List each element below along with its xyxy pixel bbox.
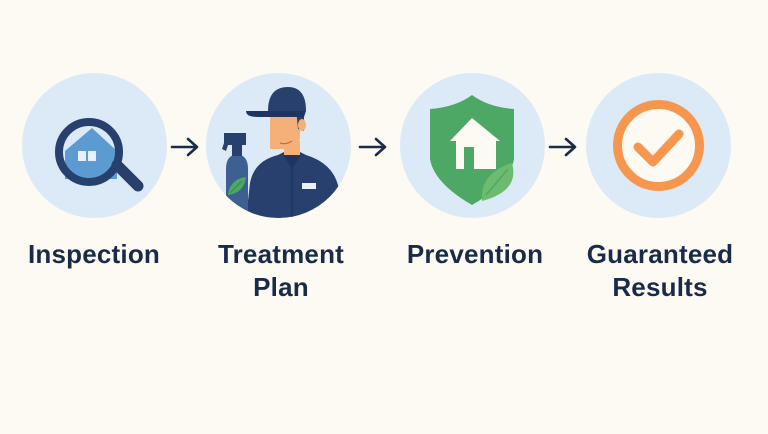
shield-house-leaf-icon xyxy=(430,95,514,205)
step-label-inspection: Inspection xyxy=(0,238,194,271)
step-treatment-circle xyxy=(206,73,351,218)
label-line: Treatment xyxy=(217,239,345,269)
label-line: Plan xyxy=(253,272,309,302)
right-arrow-icon xyxy=(548,136,578,158)
technician-spray-icon xyxy=(222,87,342,218)
right-arrow-icon xyxy=(170,136,200,158)
label-line: Results xyxy=(612,272,708,302)
step-label-results: Guaranteed Results xyxy=(560,238,760,304)
step-prevention-circle xyxy=(400,73,545,218)
label-line: Inspection xyxy=(27,239,160,269)
right-arrow-icon xyxy=(358,136,388,158)
step-inspection-circle xyxy=(22,73,167,218)
step-label-prevention: Prevention xyxy=(375,238,575,271)
magnifier-house-icon xyxy=(55,118,144,192)
step-results-circle xyxy=(586,73,731,218)
step-label-treatment: Treatment Plan xyxy=(181,238,381,304)
label-line: Prevention xyxy=(406,239,544,269)
check-circle-icon xyxy=(613,100,704,191)
label-line: Guaranteed xyxy=(586,239,734,269)
